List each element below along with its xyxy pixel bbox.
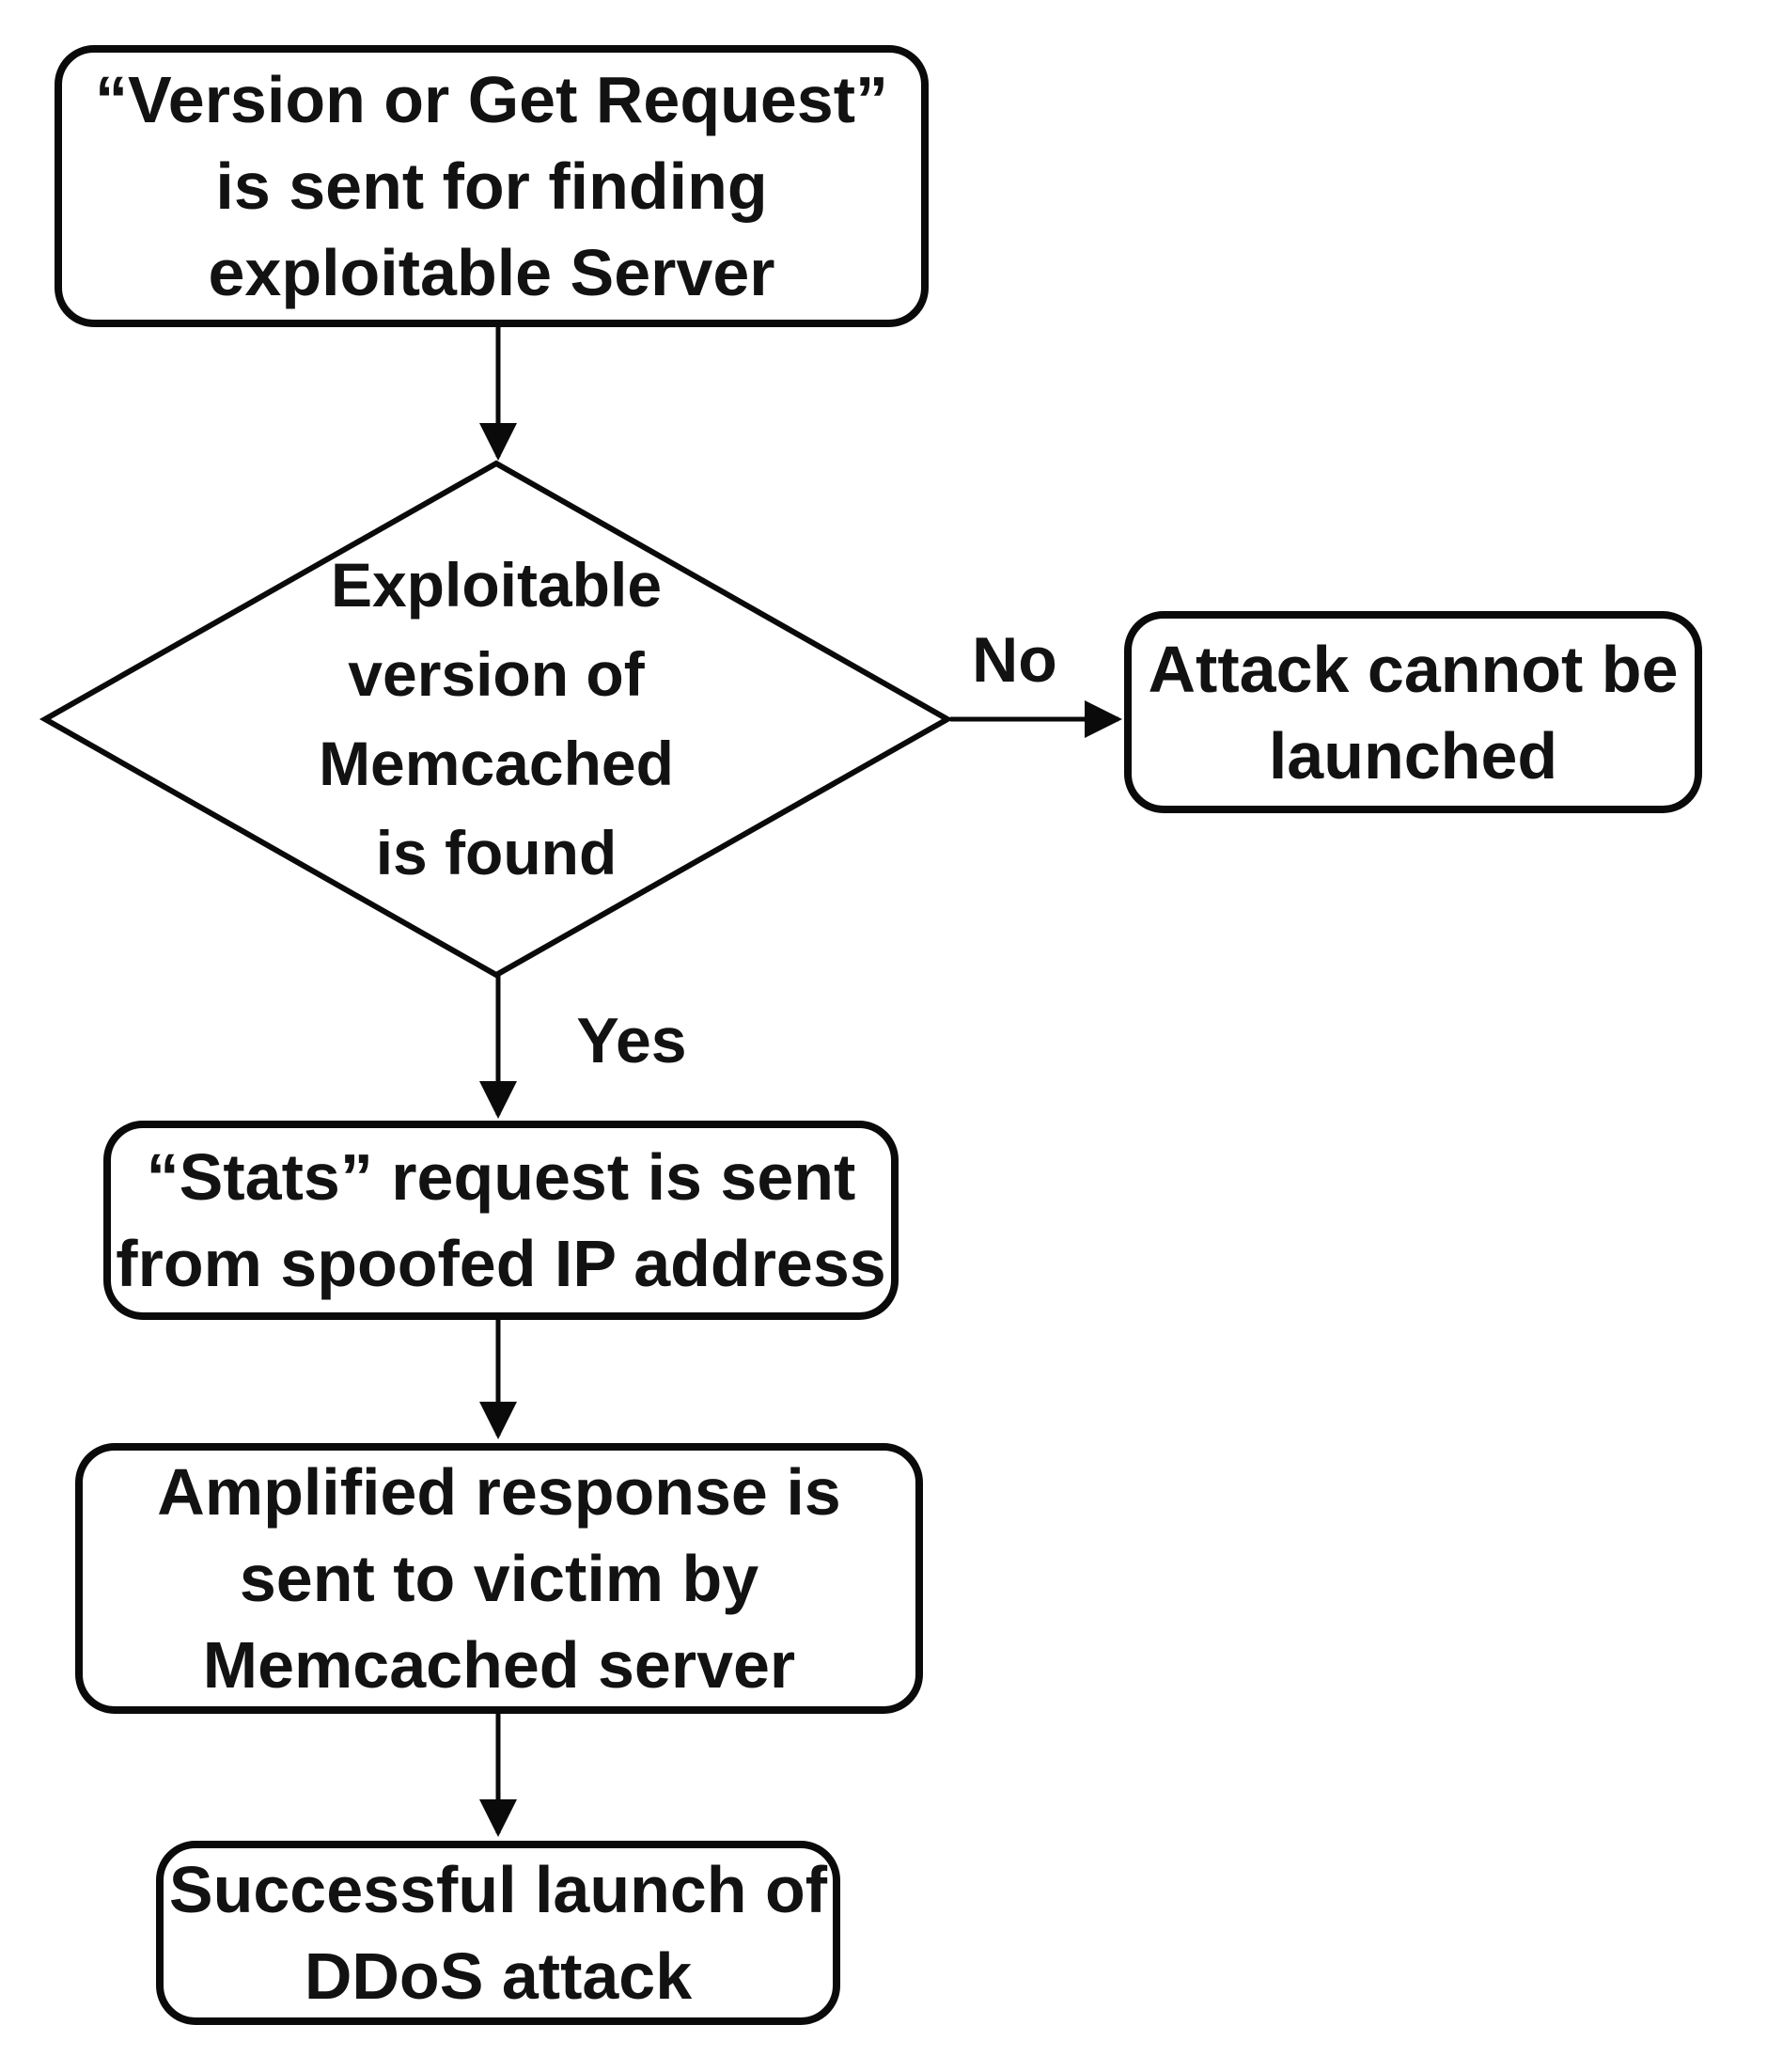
no-outcome-text-line: launched bbox=[1268, 718, 1558, 793]
amplified-node-text-line: sent to victim by bbox=[239, 1542, 759, 1615]
attack-cannot-be-launched-node: Attack cannot be launched bbox=[1124, 611, 1702, 813]
success-node-text-line: DDoS attack bbox=[304, 1939, 693, 2013]
stats-node-text-line: from spoofed IP address bbox=[116, 1227, 886, 1300]
start-node: “Version or Get Request” is sent for fin… bbox=[55, 45, 929, 327]
decision-text-line: Memcached bbox=[319, 729, 674, 798]
start-node-text-line: exploitable Server bbox=[208, 236, 775, 309]
amplified-node-text-line: Memcached server bbox=[202, 1628, 796, 1702]
decision-text-line: is found bbox=[375, 818, 618, 887]
yes-edge-label: Yes bbox=[576, 1005, 687, 1076]
decision-text-line: version of bbox=[348, 639, 645, 709]
no-edge-label: No bbox=[972, 624, 1057, 696]
decision-diamond-shape bbox=[39, 460, 954, 979]
start-node-text-line: is sent for finding bbox=[215, 149, 768, 223]
decision-text-line: Exploitable bbox=[330, 550, 663, 620]
success-node-text-line: Successful launch of bbox=[168, 1853, 828, 1926]
stats-request-node: “Stats” request is sent from spoofed IP … bbox=[103, 1121, 899, 1320]
start-node-text-line: “Version or Get Request” bbox=[94, 63, 889, 136]
no-outcome-text-line: Attack cannot be bbox=[1148, 632, 1679, 706]
success-node: Successful launch of DDoS attack bbox=[156, 1841, 840, 2025]
amplified-node-text-line: Amplified response is bbox=[157, 1455, 841, 1529]
decision-node-text: Exploitable version of Memcached is foun… bbox=[252, 526, 741, 912]
amplified-response-node: Amplified response is sent to victim by … bbox=[75, 1443, 923, 1714]
stats-node-text-line: “Stats” request is sent bbox=[146, 1140, 856, 1214]
